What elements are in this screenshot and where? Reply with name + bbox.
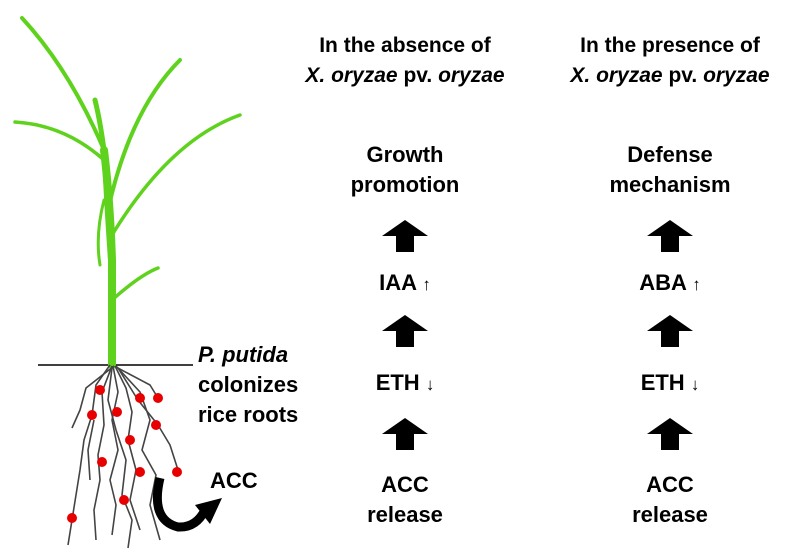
rice-roots-text: rice roots: [198, 402, 299, 427]
pathovar-name: oryzae: [703, 64, 770, 87]
colonization-label: P. putida colonizes rice roots: [198, 340, 298, 430]
nodule: [119, 495, 129, 505]
nodule: [87, 410, 97, 420]
curved-arrow-icon: [152, 476, 222, 532]
right-column-header: In the presence of X. oryzae pv. oryzae: [520, 31, 794, 91]
left-outcome-line1: Growth: [366, 142, 444, 167]
pathovar-abbrev: pv.: [662, 64, 704, 87]
nodule: [112, 407, 122, 417]
right-outcome: Defense mechanism: [570, 140, 770, 200]
increase-arrow-icon: ↑: [422, 275, 431, 294]
release-label: release: [632, 502, 708, 527]
right-hormone-aba: ABA ↑: [570, 268, 770, 300]
left-hormone-iaa: IAA ↑: [305, 268, 505, 300]
bacterium-name: P. putida: [198, 342, 289, 367]
decrease-arrow-icon: ↓: [425, 375, 435, 394]
left-acc-release: ACC release: [305, 470, 505, 530]
pathogen-name: X. oryzae: [570, 64, 663, 87]
up-arrow-icon: [647, 220, 693, 252]
nodule: [151, 420, 161, 430]
right-outcome-line2: mechanism: [609, 172, 731, 197]
left-column-header: In the absence of X. oryzae pv. oryzae: [255, 31, 555, 91]
left-outcome: Growth promotion: [305, 140, 505, 200]
left-header-line2: X. oryzae pv. oryzae: [255, 61, 555, 91]
bacteria-nodules: [67, 385, 182, 523]
up-arrow-icon: [647, 418, 693, 450]
up-arrow-icon: [382, 315, 428, 347]
right-header-line2: X. oryzae pv. oryzae: [520, 61, 794, 91]
nodule: [97, 457, 107, 467]
nodule: [135, 467, 145, 477]
right-outcome-line1: Defense: [627, 142, 713, 167]
eth-label: ETH: [640, 370, 685, 395]
right-eth: ETH ↓: [570, 368, 770, 400]
pathovar-abbrev: pv.: [397, 64, 439, 87]
right-header-line1: In the presence of: [580, 34, 760, 57]
colonizes-text: colonizes: [198, 372, 299, 397]
left-outcome-line2: promotion: [350, 172, 460, 197]
eth-label: ETH: [375, 370, 420, 395]
acc-label: ACC: [646, 472, 694, 497]
decrease-arrow-icon: ↓: [690, 375, 700, 394]
right-acc-release: ACC release: [570, 470, 770, 530]
left-header-line1: In the absence of: [319, 34, 491, 57]
nodule: [153, 393, 163, 403]
increase-arrow-icon: ↑: [692, 275, 701, 294]
nodule: [95, 385, 105, 395]
nodule: [135, 393, 145, 403]
up-arrow-icon: [382, 220, 428, 252]
rice-plant-shoot: [13, 16, 242, 369]
hormone-label: IAA: [379, 270, 417, 295]
up-arrow-icon: [647, 315, 693, 347]
pathogen-name: X. oryzae: [305, 64, 398, 87]
left-eth: ETH ↓: [305, 368, 505, 400]
nodule: [67, 513, 77, 523]
up-arrow-icon: [382, 418, 428, 450]
nodule: [172, 467, 182, 477]
acc-text: ACC: [210, 468, 258, 493]
nodule: [125, 435, 135, 445]
acc-label: ACC: [381, 472, 429, 497]
pathovar-name: oryzae: [438, 64, 505, 87]
acc-plant-label: ACC: [210, 466, 258, 496]
release-label: release: [367, 502, 443, 527]
hormone-label: ABA: [639, 270, 687, 295]
